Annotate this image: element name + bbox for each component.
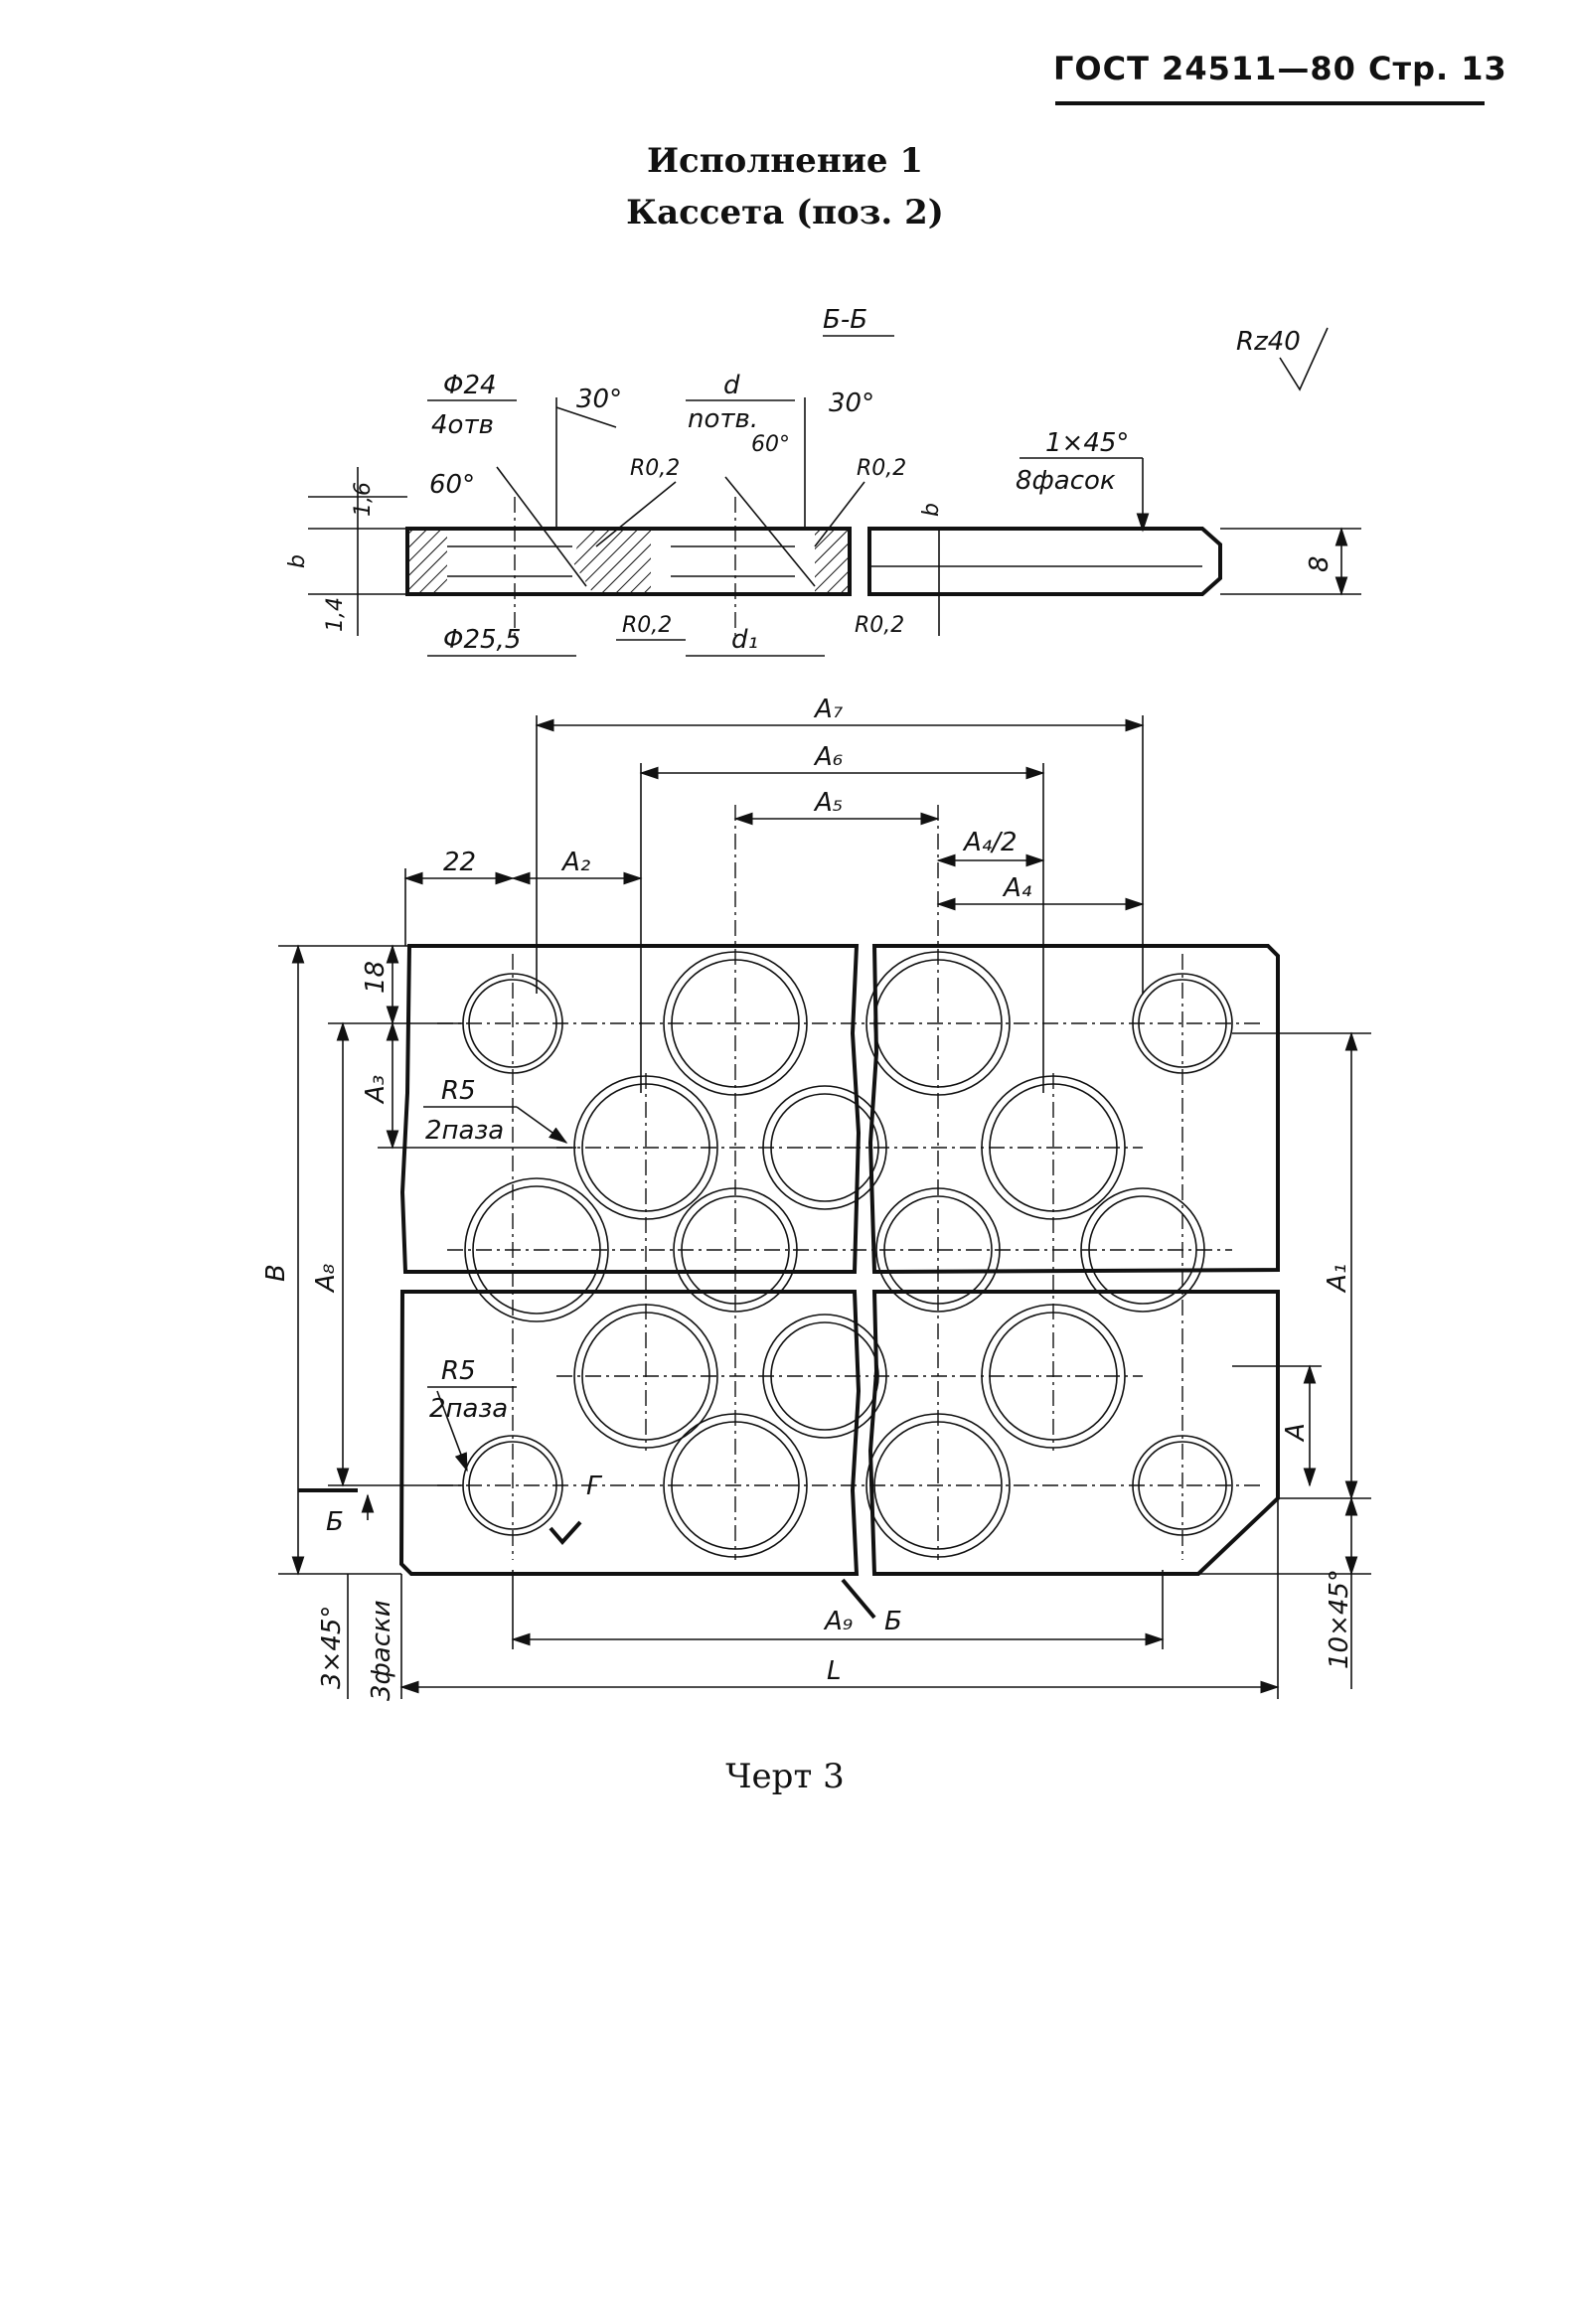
- figure-caption: Черт 3: [725, 1757, 845, 1796]
- label-a6: A₆: [813, 742, 843, 772]
- label-a2: A₂: [560, 848, 590, 877]
- label-a3: A₃: [361, 1075, 391, 1105]
- label-r02-a: R0,2: [630, 456, 680, 481]
- label-l: L: [827, 1656, 842, 1686]
- check-mark: [549, 1520, 582, 1546]
- roughness-label: Rz40: [1236, 327, 1301, 357]
- center-lines: [437, 805, 1262, 1560]
- label-a9: A₉: [823, 1607, 853, 1636]
- label-r5-top: R5: [441, 1076, 476, 1106]
- label-r02-b: R0,2: [857, 456, 906, 481]
- label-a8: A₈: [311, 1264, 341, 1294]
- label-a1: A₁: [1323, 1264, 1352, 1294]
- top-dimensions: [403, 715, 1145, 1093]
- label-8: 8: [1305, 555, 1334, 572]
- label-n-holes: nотв.: [688, 404, 758, 434]
- label-chamfer: 1×45°: [1045, 428, 1129, 458]
- section-view-label: Б-Б: [823, 305, 867, 335]
- right-dimensions: [1198, 1031, 1371, 1689]
- bottom-dimensions: [347, 1498, 1280, 1699]
- label-g: Г: [586, 1472, 603, 1501]
- drawing-subtitle: Кассета (поз. 2): [626, 193, 944, 232]
- cut-mark: [841, 1578, 876, 1620]
- roughness-symbol: [1279, 327, 1329, 391]
- label-2-slots-top: 2паза: [425, 1116, 504, 1146]
- label-2-slots-bottom: 2паза: [429, 1394, 508, 1424]
- label-60deg-a: 60°: [751, 432, 790, 457]
- leader: [595, 481, 677, 547]
- page-header: ГОСТ 24511—80 Стр. 13: [1053, 50, 1507, 87]
- label-b-right: b: [919, 503, 944, 517]
- label-b-left: b: [285, 554, 310, 568]
- label-8-chamfers: 8фасок: [1016, 466, 1116, 496]
- label-d: d: [723, 371, 740, 400]
- section-left-outline: [405, 527, 852, 596]
- section-right-outline: [867, 527, 1222, 596]
- section-view: Б-Б Rz40 Φ24 4отв 30° d nотв. 60° 30° 60…: [285, 305, 1361, 657]
- label-a: A: [1281, 1423, 1311, 1443]
- leader: [516, 1106, 568, 1144]
- label-b-width: B: [261, 1264, 291, 1282]
- label-60deg-b: 60°: [429, 470, 475, 500]
- label-18: 18: [361, 961, 391, 994]
- label-a4: A₄: [1002, 873, 1032, 903]
- hole-pattern: [462, 951, 1233, 1558]
- hatch-left: [409, 531, 447, 592]
- label-4holes: 4отв: [431, 410, 494, 440]
- plan-view: A₇ A₆ A₅ A₄/2 A₄ 22 A₂ B A₈ 18 A₃ R5 2па…: [261, 695, 1371, 1701]
- hatch-middle: [572, 531, 651, 592]
- leader: [555, 406, 617, 428]
- left-dimensions: [278, 944, 576, 1576]
- plate-upper-right: [867, 944, 1280, 1275]
- label-r02-d: R0,2: [855, 613, 904, 638]
- leader: [496, 466, 587, 587]
- plate-lower-left: [398, 1290, 862, 1576]
- label-cut-b2: Б: [884, 1607, 902, 1636]
- header-underline: [1055, 101, 1485, 105]
- label-d1: d₁: [731, 625, 758, 655]
- label-a7: A₇: [813, 695, 844, 724]
- label-phi25-5: Φ25,5: [443, 625, 521, 655]
- label-30deg-a: 30°: [576, 385, 622, 414]
- hatch-right: [815, 531, 850, 592]
- label-3-chamfers: 3фаски: [367, 1600, 396, 1701]
- plate-upper-left: [399, 944, 862, 1274]
- label-r02-c: R0,2: [622, 613, 672, 638]
- label-phi24: Φ24: [443, 371, 497, 400]
- leader: [436, 1390, 468, 1472]
- label-a4-half: A₄/2: [962, 828, 1018, 857]
- label-3x45: 3×45°: [317, 1606, 347, 1689]
- label-30deg-b: 30°: [829, 388, 874, 418]
- label-a5: A₅: [813, 788, 843, 818]
- label-1-4: 1,4: [323, 597, 348, 632]
- leader: [814, 481, 865, 547]
- label-1-6: 1,6: [351, 482, 376, 517]
- plate-lower-right: [867, 1290, 1280, 1576]
- label-10x45: 10×45°: [1325, 1569, 1354, 1669]
- label-r5-bottom: R5: [441, 1356, 476, 1386]
- label-cut-b: Б: [326, 1507, 344, 1537]
- drawing-title: Исполнение 1: [646, 141, 924, 181]
- leader: [724, 476, 816, 587]
- label-22: 22: [443, 848, 476, 877]
